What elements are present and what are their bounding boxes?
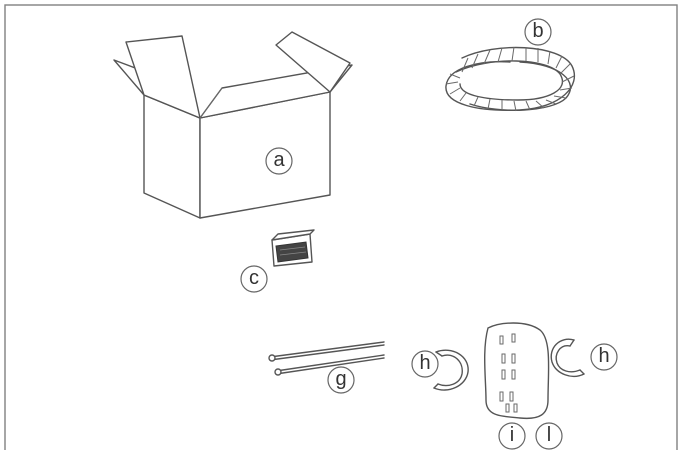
threaded-rods	[268, 341, 385, 376]
svg-text:l: l	[547, 424, 551, 446]
svg-text:g: g	[335, 368, 346, 390]
svg-text:i: i	[510, 424, 514, 446]
label-c: c	[240, 265, 268, 293]
grille-filter	[271, 229, 315, 267]
label-l: l	[535, 422, 563, 450]
label-i: i	[498, 422, 526, 450]
svg-text:b: b	[532, 20, 543, 42]
pipe-clamp-right	[550, 338, 585, 378]
svg-text:a: a	[273, 149, 285, 171]
diagram-border	[4, 4, 678, 450]
svg-text:c: c	[249, 267, 259, 289]
label-b: b	[524, 18, 552, 46]
pipe-clamp-left	[433, 349, 469, 391]
svg-text:h: h	[419, 352, 430, 374]
label-h-left: h	[411, 350, 439, 378]
flexible-hose	[445, 46, 575, 112]
svg-text:h: h	[598, 345, 609, 367]
screw-bag	[483, 322, 550, 420]
label-g: g	[327, 366, 355, 394]
label-h-right: h	[590, 343, 618, 371]
cardboard-box	[113, 31, 353, 219]
label-a: a	[265, 147, 293, 175]
